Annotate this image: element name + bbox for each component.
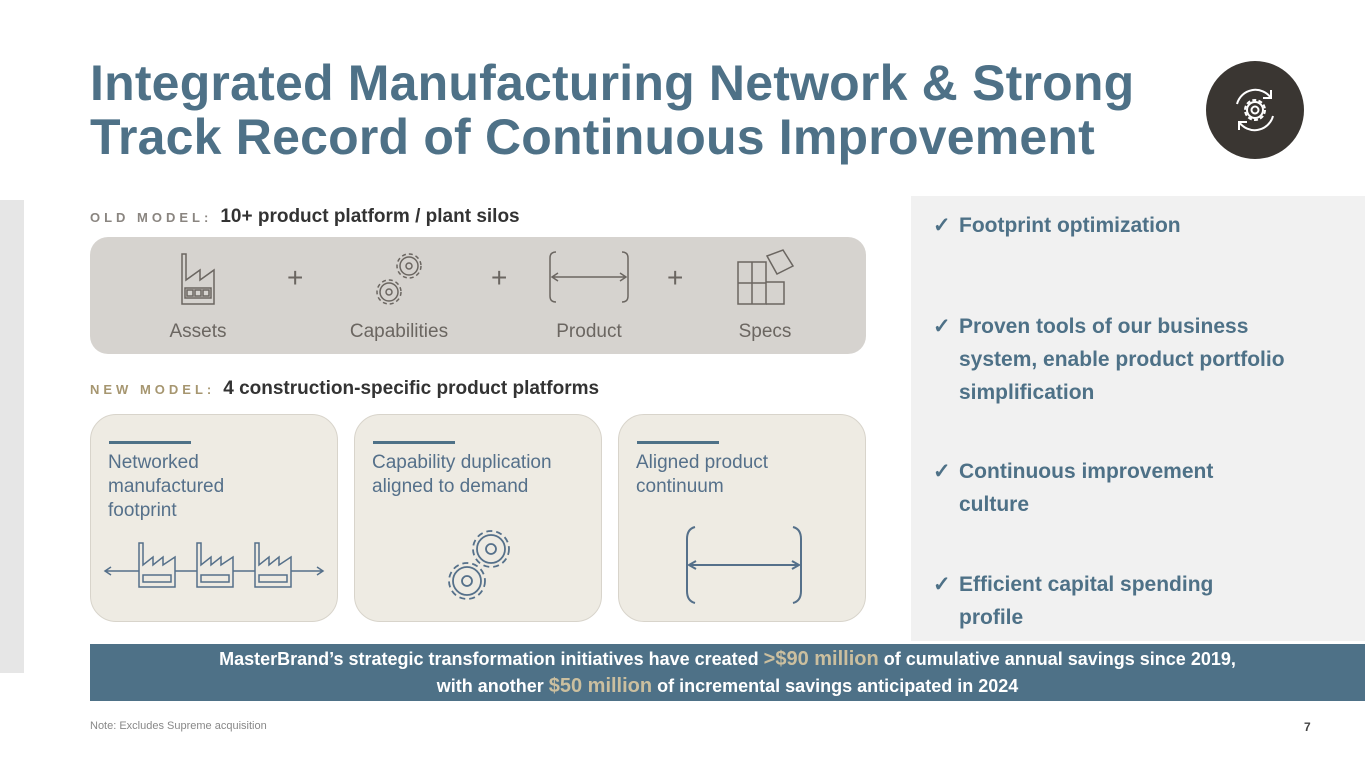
new-model-label: NEW MODEL: 4 construction-specific produc… <box>90 378 599 400</box>
capabilities-label: Capabilities <box>349 321 449 342</box>
old-model-key: OLD MODEL: <box>90 210 213 225</box>
plus-sign: + <box>667 262 684 293</box>
banner-text: of cumulative annual savings since 2019, <box>878 649 1236 669</box>
new-model-key: NEW MODEL: <box>90 382 216 397</box>
bracket-range-icon <box>549 251 629 303</box>
gears-icon <box>448 530 510 600</box>
banner-highlight: $50 million <box>548 675 653 697</box>
card-text: Capability duplication aligned to demand <box>372 452 552 497</box>
new-model-text: 4 construction-specific product platform… <box>223 378 600 399</box>
banner-text: MasterBrand’s strategic transformation i… <box>219 649 764 669</box>
card-accent-bar <box>373 441 455 444</box>
gears-icon <box>376 253 422 305</box>
check-text: Proven tools of our business system, ena… <box>959 315 1285 404</box>
old-item-product: Product <box>548 248 630 343</box>
plus-sign: + <box>287 262 304 293</box>
checkmark-icon: ✓ <box>933 460 951 483</box>
title-line-2: Track Record of Continuous Improvement <box>90 109 1095 165</box>
card-text: Networked manufactured footprint <box>108 452 225 521</box>
card-aligned-continuum: Aligned product continuum <box>618 414 866 622</box>
card-networked-footprint: Networked manufactured footprint <box>90 414 338 622</box>
old-model-label: OLD MODEL: 10+ product platform / plant s… <box>90 206 520 228</box>
old-model-text: 10+ product platform / plant silos <box>220 206 520 227</box>
factory-network-icon <box>103 542 325 588</box>
check-item: ✓ Continuous improvement culture <box>933 455 1279 521</box>
factory-icon <box>181 253 215 305</box>
checkmark-icon: ✓ <box>933 214 951 237</box>
savings-banner: MasterBrand’s strategic transformation i… <box>90 644 1365 701</box>
old-model-box <box>90 237 866 354</box>
check-item: ✓ Footprint optimization <box>933 209 1259 242</box>
check-text: Efficient capital spending profile <box>959 573 1214 629</box>
banner-highlight: >$90 million <box>763 648 879 670</box>
banner-text: with another <box>436 676 549 696</box>
check-item: ✓ Proven tools of our business system, en… <box>933 310 1299 409</box>
bracket-range-icon <box>686 526 802 604</box>
card-capability-duplication: Capability duplication aligned to demand <box>354 414 602 622</box>
card-accent-bar <box>109 441 191 444</box>
card-accent-bar <box>637 441 719 444</box>
left-decor-strip <box>0 200 24 673</box>
page-number: 7 <box>1304 720 1311 734</box>
check-item: ✓ Efficient capital spending profile <box>933 568 1279 634</box>
benefits-panel <box>911 196 1365 641</box>
check-text: Footprint optimization <box>959 214 1181 237</box>
gear-refresh-icon <box>1206 61 1304 159</box>
product-label: Product <box>556 321 622 342</box>
checkmark-icon: ✓ <box>933 315 951 338</box>
footnote: Note: Excludes Supreme acquisition <box>90 720 267 732</box>
puzzle-icon <box>737 249 795 305</box>
plus-sign: + <box>491 262 508 293</box>
assets-label: Assets <box>169 321 227 342</box>
page-title: Integrated Manufacturing Network & Stron… <box>90 56 1134 164</box>
title-line-1: Integrated Manufacturing Network & Stron… <box>90 55 1135 111</box>
old-item-specs: Specs <box>733 248 797 343</box>
old-item-capabilities: Capabilities <box>343 248 455 343</box>
check-text: Continuous improvement culture <box>959 460 1214 516</box>
checkmark-icon: ✓ <box>933 573 951 596</box>
specs-label: Specs <box>738 321 792 342</box>
old-item-assets: Assets <box>168 248 228 343</box>
card-text: Aligned product continuum <box>636 452 769 497</box>
banner-text: of incremental savings anticipated in 20… <box>652 676 1019 696</box>
